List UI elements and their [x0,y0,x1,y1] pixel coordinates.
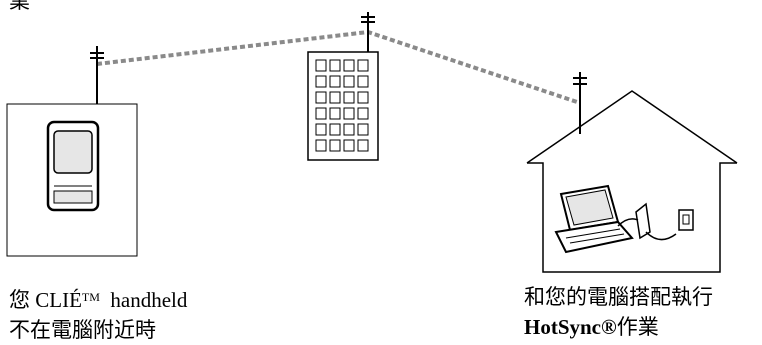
caption-right: 和您的電腦搭配執行 HotSync®作業 [524,282,713,342]
antenna-icon [361,12,375,52]
top-text-fragment: 業 [9,0,30,13]
laptop-icon [554,184,634,254]
caption-left: 您 CLIÉTM handheld 不在電腦附近時 [9,282,187,345]
caption-left-line1-text: 您 CLIÉ [9,288,82,312]
caption-right-line2: HotSync®作業 [524,312,713,342]
antenna-icon [573,72,587,134]
office-building-icon [307,51,379,161]
power-outlet-icon [678,209,694,231]
caption-right-line1: 和您的電腦搭配執行 [524,285,713,309]
house-icon [526,90,738,273]
caption-right-line2-rest: 作業 [616,315,659,339]
handheld-device-icon [46,120,100,212]
hotsync-label: HotSync® [524,315,617,339]
antenna-icon [90,46,104,104]
cradle-icon [617,202,677,241]
caption-left-line1: 您 CLIÉTM handheld [9,282,187,315]
caption-left-line1-handheld: handheld [99,288,188,312]
caption-left-line2: 不在電腦附近時 [9,318,156,342]
trademark-mark: TM [81,290,100,304]
